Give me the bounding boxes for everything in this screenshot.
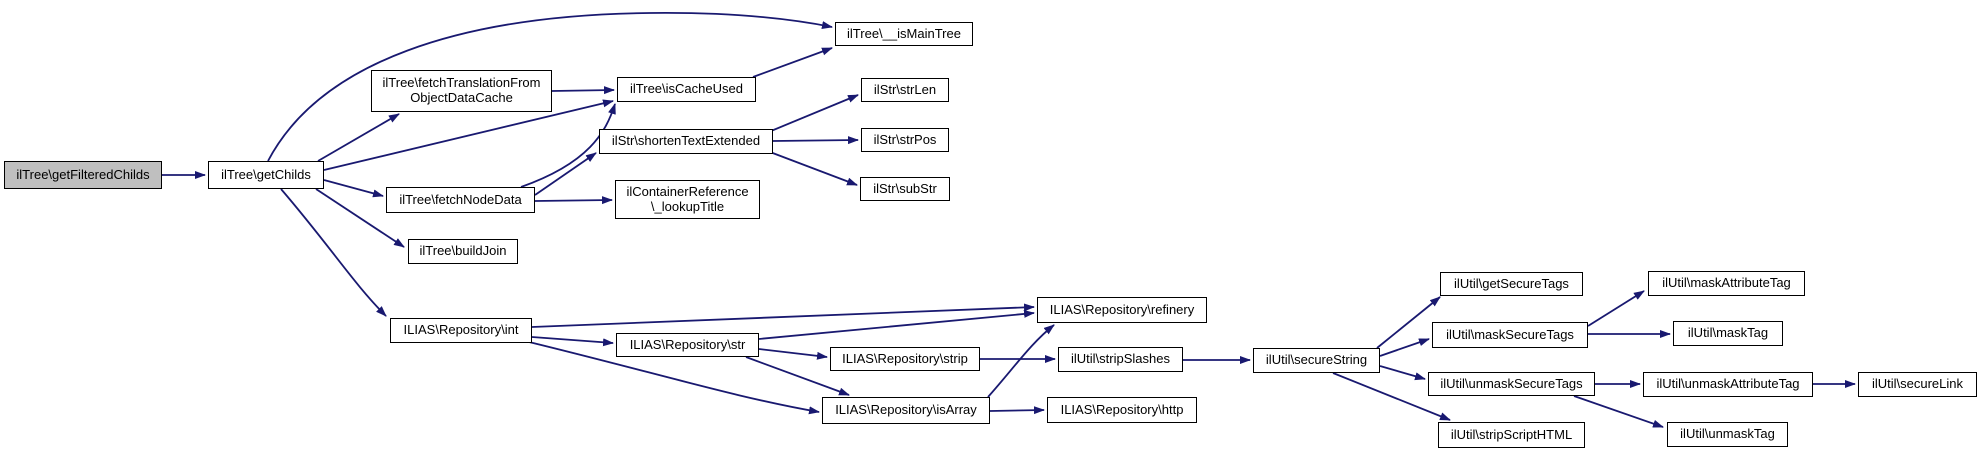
- edge-getChilds-repoInt: [280, 188, 387, 317]
- node-fetchNodeData[interactable]: ilTree\fetchNodeData: [386, 187, 535, 213]
- edge-repoIsArray-repoHttp: [989, 406, 1045, 415]
- edge-fetchNodeData-isCacheUsed: [520, 103, 616, 188]
- node-getChilds[interactable]: ilTree\getChilds: [208, 161, 324, 189]
- edge-repoInt-repoIsArray: [528, 341, 820, 415]
- edge-repoInt-repoRefinery: [531, 303, 1035, 328]
- node-fetchTranslation[interactable]: ilTree\fetchTranslationFrom ObjectDataCa…: [371, 70, 552, 112]
- node-stripScriptHTML[interactable]: ilUtil\stripScriptHTML: [1438, 422, 1585, 448]
- node-maskTag[interactable]: ilUtil\maskTag: [1673, 321, 1783, 346]
- node-repoStr[interactable]: ILIAS\Repository\str: [616, 333, 759, 357]
- node-secureLink[interactable]: ilUtil\secureLink: [1858, 372, 1977, 397]
- edge-fetchNodeData-shortenTextExtended: [534, 152, 597, 196]
- edge-repoInt-repoStr: [531, 336, 614, 347]
- edge-repoStr-repoRefinery: [758, 309, 1035, 340]
- edge-repoStr-repoIsArray: [745, 356, 850, 396]
- node-isMainTree[interactable]: ilTree\__isMainTree: [835, 22, 973, 46]
- node-strPos[interactable]: ilStr\strPos: [861, 128, 949, 152]
- edge-repoIsArray-repoRefinery: [987, 324, 1055, 398]
- node-repoHttp[interactable]: ILIAS\Repository\http: [1047, 397, 1197, 423]
- node-strLen[interactable]: ilStr\strLen: [861, 78, 949, 102]
- node-repoStrip[interactable]: ILIAS\Repository\strip: [830, 347, 980, 371]
- node-isCacheUsed[interactable]: ilTree\isCacheUsed: [617, 77, 756, 102]
- edge-getChilds-fetchTranslation: [317, 113, 400, 162]
- node-getSecureTags[interactable]: ilUtil\getSecureTags: [1440, 272, 1583, 296]
- node-unmaskSecureTags[interactable]: ilUtil\unmaskSecureTags: [1428, 372, 1595, 396]
- edge-secureString-maskSecureTags: [1379, 338, 1430, 357]
- node-repoIsArray[interactable]: ILIAS\Repository\isArray: [822, 397, 990, 424]
- node-buildJoin[interactable]: ilTree\buildJoin: [408, 239, 518, 264]
- node-maskSecureTags[interactable]: ilUtil\maskSecureTags: [1432, 322, 1588, 348]
- edge-fetchTranslation-isCacheUsed: [551, 86, 615, 95]
- node-stripSlashes[interactable]: ilUtil\stripSlashes: [1058, 347, 1183, 372]
- edge-shortenTextExtended-strLen: [770, 94, 859, 132]
- node-secureString[interactable]: ilUtil\secureString: [1253, 348, 1380, 373]
- edge-getChilds-isMainTree: [267, 12, 833, 162]
- edge-getChilds-fetchNodeData: [323, 179, 384, 198]
- edge-shortenTextExtended-strPos: [772, 136, 859, 145]
- edge-getChilds-buildJoin: [315, 188, 405, 248]
- edge-isCacheUsed-isMainTree: [752, 47, 833, 78]
- edge-repoStr-repoStrip: [758, 348, 828, 360]
- node-unmaskTag[interactable]: ilUtil\unmaskTag: [1667, 422, 1788, 447]
- edge-unmaskSecureTags-unmaskTag: [1573, 395, 1664, 428]
- node-repoInt[interactable]: ILIAS\Repository\int: [390, 318, 532, 343]
- node-lookupTitle[interactable]: ilContainerReference \_lookupTitle: [615, 180, 760, 219]
- node-shortenTextExtended[interactable]: ilStr\shortenTextExtended: [599, 129, 773, 154]
- edge-maskSecureTags-maskAttributeTag: [1587, 290, 1645, 327]
- edge-secureString-unmaskSecureTags: [1379, 365, 1426, 381]
- edge-fetchNodeData-lookupTitle: [534, 196, 613, 205]
- edge-secureString-getSecureTags: [1376, 296, 1441, 349]
- node-maskAttributeTag[interactable]: ilUtil\maskAttributeTag: [1648, 271, 1805, 296]
- node-repoRefinery[interactable]: ILIAS\Repository\refinery: [1037, 297, 1207, 323]
- node-getFilteredChilds: ilTree\getFilteredChilds: [4, 161, 162, 189]
- node-unmaskAttributeTag[interactable]: ilUtil\unmaskAttributeTag: [1643, 372, 1813, 397]
- node-subStr[interactable]: ilStr\subStr: [860, 177, 950, 201]
- edge-secureString-stripScriptHTML: [1332, 372, 1451, 421]
- edge-getChilds-isCacheUsed: [323, 99, 614, 171]
- edge-shortenTextExtended-subStr: [769, 151, 858, 186]
